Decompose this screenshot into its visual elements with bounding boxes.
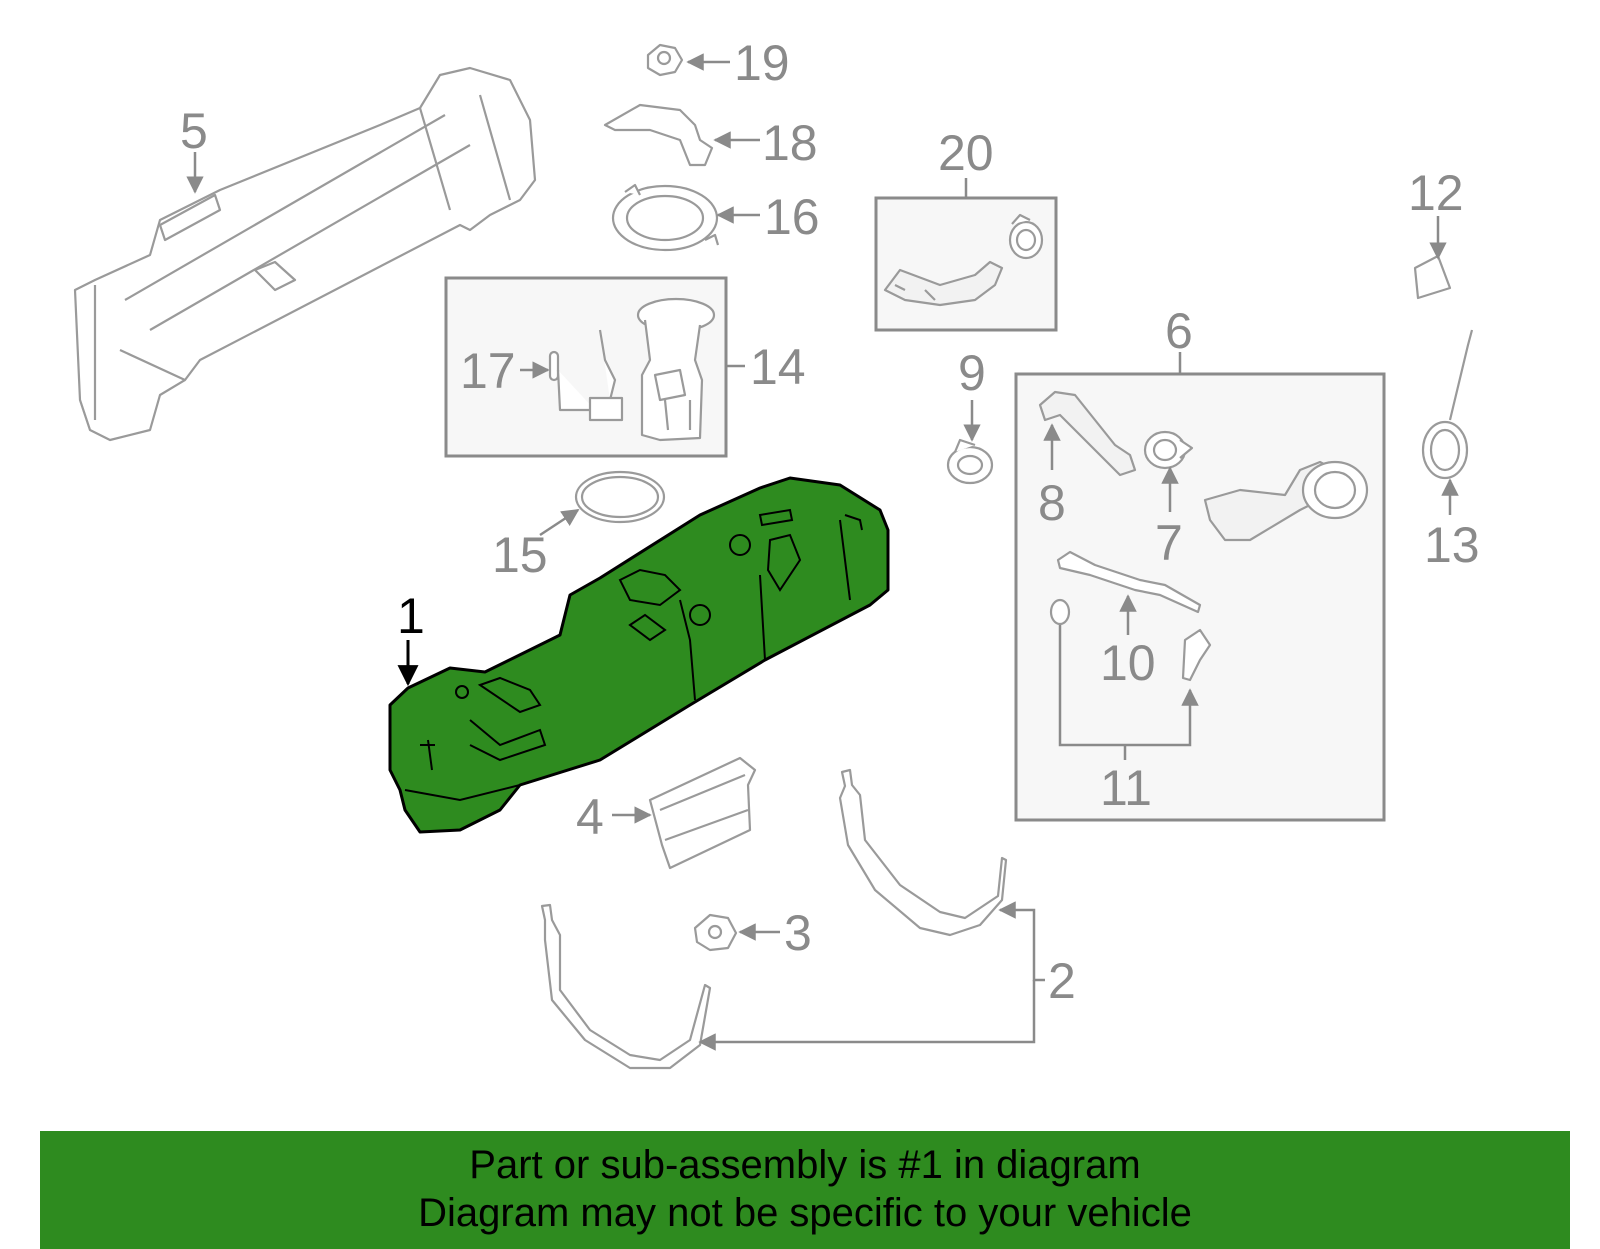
callout-5[interactable]: 5 <box>180 103 208 159</box>
callout-7[interactable]: 7 <box>1155 515 1183 571</box>
banner-line-2: Diagram may not be specific to your vehi… <box>418 1191 1192 1235</box>
callout-19[interactable]: 19 <box>734 35 790 91</box>
callout-numbers: 1 2 3 4 5 6 7 8 9 10 11 12 13 14 15 16 1… <box>180 35 1480 1009</box>
part-2-straps[interactable] <box>540 768 1008 1070</box>
callout-6[interactable]: 6 <box>1165 303 1193 359</box>
parts-diagram: 1 2 3 4 5 6 7 8 9 10 11 12 13 14 15 16 1… <box>73 35 1480 1070</box>
callout-2[interactable]: 2 <box>1048 953 1076 1009</box>
callout-11[interactable]: 11 <box>1100 760 1152 816</box>
part-15-seal[interactable] <box>574 470 666 524</box>
part-16-lock-ring[interactable] <box>611 183 720 252</box>
part-13-cap[interactable] <box>1421 329 1474 480</box>
info-banner: Part or sub-assembly is #1 in diagram Di… <box>40 1131 1570 1249</box>
callout-9[interactable]: 9 <box>958 345 986 401</box>
callout-10[interactable]: 10 <box>1100 635 1156 691</box>
callout-20[interactable]: 20 <box>938 125 994 181</box>
callout-12[interactable]: 12 <box>1408 165 1464 221</box>
part-3-nut[interactable] <box>693 913 738 952</box>
callout-16[interactable]: 16 <box>764 189 820 245</box>
tank-body <box>388 476 890 834</box>
part-19-nut[interactable] <box>646 43 684 77</box>
part-12-bracket[interactable] <box>1413 254 1452 300</box>
part-20-box[interactable] <box>874 196 1058 332</box>
callout-1[interactable]: 1 <box>397 588 425 644</box>
part-6-box[interactable] <box>1014 372 1386 822</box>
callout-15[interactable]: 15 <box>492 527 548 583</box>
part-4-shield[interactable] <box>648 756 757 870</box>
callout-14[interactable]: 14 <box>750 339 806 395</box>
callout-18[interactable]: 18 <box>762 115 818 171</box>
callout-17[interactable]: 17 <box>460 343 516 399</box>
leader-lines <box>186 53 1459 1051</box>
callout-8[interactable]: 8 <box>1038 475 1066 531</box>
callout-3[interactable]: 3 <box>784 905 812 961</box>
callout-13[interactable]: 13 <box>1424 517 1480 573</box>
part-18-bracket[interactable] <box>603 103 714 167</box>
part-9-clamp[interactable] <box>946 438 994 485</box>
callout-4[interactable]: 4 <box>576 789 604 845</box>
part-5-shield[interactable] <box>73 66 537 442</box>
banner-line-1: Part or sub-assembly is #1 in diagram <box>469 1143 1141 1187</box>
part-1-fuel-tank[interactable] <box>388 476 890 834</box>
